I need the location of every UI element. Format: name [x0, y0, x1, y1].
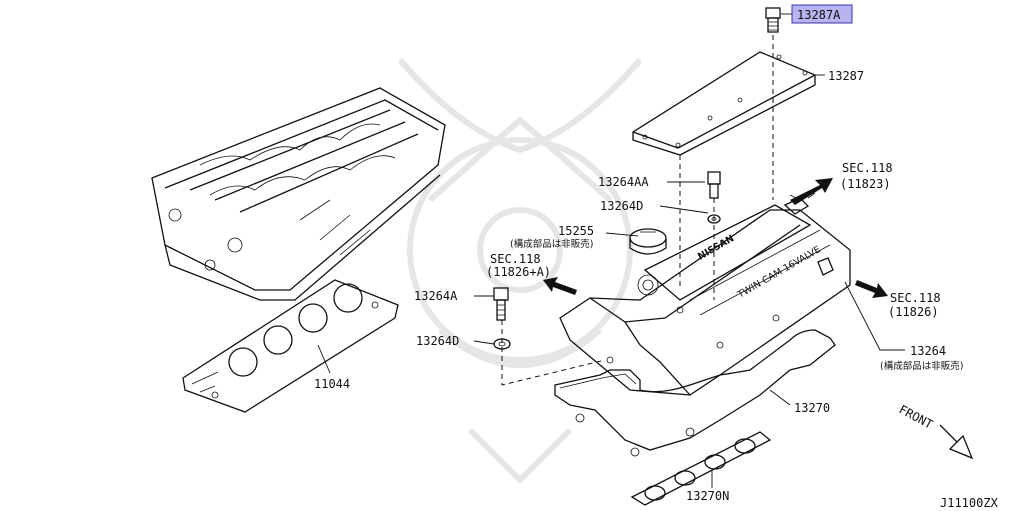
watermark-emblem [397, 58, 643, 485]
label-13287[interactable]: 13287 [828, 69, 864, 83]
label-15255[interactable]: 15255 [558, 224, 594, 238]
label-13264aa[interactable]: 13264AA [598, 175, 649, 189]
label-13264d-top[interactable]: 13264D [600, 199, 643, 213]
oil-cap [629, 228, 667, 255]
label-13264d-low[interactable]: 13264D [416, 334, 459, 348]
direction-arrows [543, 178, 888, 298]
bolt-13287a [765, 7, 781, 33]
label-13287a[interactable]: 13287A [797, 8, 841, 22]
front-arrow [939, 424, 974, 460]
alignment-lines [501, 35, 774, 386]
arrow-sec118-left-icon [543, 277, 577, 295]
label-11044[interactable]: 11044 [314, 377, 350, 391]
diagram-code: J11100ZX [940, 496, 999, 510]
cover-gasket [554, 329, 836, 457]
cylinder-head [151, 87, 446, 301]
label-sec118-right[interactable]: SEC.118 [890, 291, 941, 305]
cover-spec-text: TWIN CAM 16VALVE [735, 244, 823, 301]
arrow-sec118-right-icon [855, 280, 888, 298]
valve-cover [559, 192, 851, 396]
arrow-sec118-top-icon [790, 178, 833, 205]
label-13264[interactable]: 13264 [910, 344, 946, 358]
leader-lines [317, 13, 905, 488]
label-sec118-right-sub: (11826) [888, 305, 939, 319]
label-13264a[interactable]: 13264A [414, 289, 458, 303]
label-sec118-left-sub: (11826+A) [486, 265, 551, 279]
label-sec118-top-sub: (11823) [840, 177, 891, 191]
head-gasket [182, 279, 399, 413]
bolt-13264aa [707, 171, 721, 224]
label-13270[interactable]: 13270 [794, 401, 830, 415]
bracket-plate [632, 51, 816, 156]
highlight-13287a[interactable] [791, 4, 853, 24]
label-13264-note: (構成部品は非販売) [880, 360, 963, 372]
label-front: FRONT [897, 402, 935, 431]
plug-seal [630, 431, 772, 506]
label-sec118-top[interactable]: SEC.118 [842, 161, 893, 175]
label-13270n[interactable]: 13270N [686, 489, 729, 503]
cover-brand-text: NISSAN [696, 233, 736, 263]
label-sec118-left[interactable]: SEC.118 [490, 252, 541, 266]
label-15255-note: (構成部品は非販売) [510, 238, 593, 250]
front-arrow-icon [939, 424, 974, 460]
